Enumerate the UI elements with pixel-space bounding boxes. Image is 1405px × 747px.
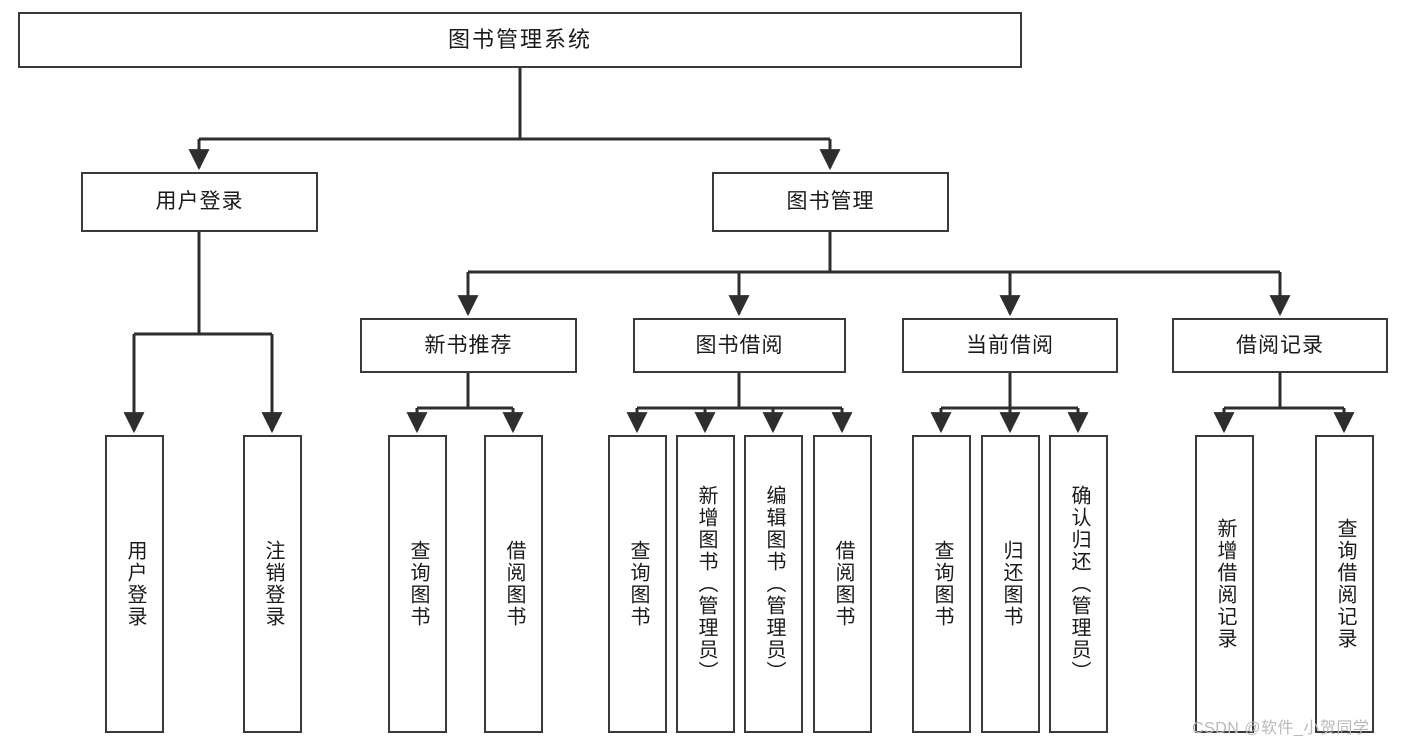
node-borrow-record[interactable]: 借阅记录 — [1172, 318, 1388, 373]
watermark-text: CSDN @软件_小贺同学 — [1192, 720, 1370, 737]
node-root-label: 图书管理系统 — [447, 26, 592, 52]
node-new-book-recommend-label: 新书推荐 — [424, 333, 513, 357]
leaf-book-borrow-3[interactable]: 编辑图书（管理员） — [744, 435, 803, 733]
leaf-label: 查询借阅记录 — [1334, 518, 1356, 650]
leaf-new-book-2[interactable]: 借阅图书 — [484, 435, 543, 733]
leaf-label: 确认归还（管理员） — [1068, 485, 1090, 683]
leaf-book-borrow-1[interactable]: 查询图书 — [608, 435, 667, 733]
leaf-label: 查询图书 — [627, 540, 649, 628]
leaf-current-borrow-2[interactable]: 归还图书 — [981, 435, 1040, 733]
leaf-borrow-record-2[interactable]: 查询借阅记录 — [1315, 435, 1374, 733]
leaf-label: 借阅图书 — [832, 540, 854, 628]
node-root-system[interactable]: 图书管理系统 — [18, 12, 1022, 68]
node-current-borrow-label: 当前借阅 — [966, 333, 1054, 357]
leaf-user-login-1[interactable]: 用户登录 — [105, 435, 164, 733]
node-current-borrow[interactable]: 当前借阅 — [902, 318, 1118, 373]
leaf-label: 用户登录 — [124, 540, 146, 628]
node-book-management-label: 图书管理 — [786, 190, 875, 214]
leaf-user-login-2[interactable]: 注销登录 — [243, 435, 302, 733]
leaf-borrow-record-1[interactable]: 新增借阅记录 — [1195, 435, 1254, 733]
node-user-login-label: 用户登录 — [155, 190, 244, 214]
leaf-label: 新增图书（管理员） — [695, 485, 717, 683]
leaf-label: 查询图书 — [407, 540, 429, 628]
leaf-current-borrow-1[interactable]: 查询图书 — [912, 435, 971, 733]
leaf-book-borrow-4[interactable]: 借阅图书 — [813, 435, 872, 733]
node-book-management[interactable]: 图书管理 — [712, 172, 949, 232]
leaf-label: 编辑图书（管理员） — [763, 485, 785, 683]
leaf-label: 借阅图书 — [503, 540, 525, 628]
node-borrow-record-label: 借阅记录 — [1236, 333, 1324, 357]
leaf-label: 归还图书 — [1000, 540, 1022, 628]
leaf-label: 查询图书 — [931, 540, 953, 628]
node-book-borrow-label: 图书借阅 — [695, 333, 784, 357]
node-new-book-recommend[interactable]: 新书推荐 — [360, 318, 577, 373]
node-user-login[interactable]: 用户登录 — [81, 172, 318, 232]
leaf-new-book-1[interactable]: 查询图书 — [388, 435, 447, 733]
leaf-book-borrow-2[interactable]: 新增图书（管理员） — [676, 435, 735, 733]
leaf-label: 注销登录 — [262, 540, 284, 628]
node-book-borrow[interactable]: 图书借阅 — [633, 318, 846, 373]
leaf-label: 新增借阅记录 — [1214, 518, 1236, 650]
leaf-current-borrow-3[interactable]: 确认归还（管理员） — [1049, 435, 1108, 733]
